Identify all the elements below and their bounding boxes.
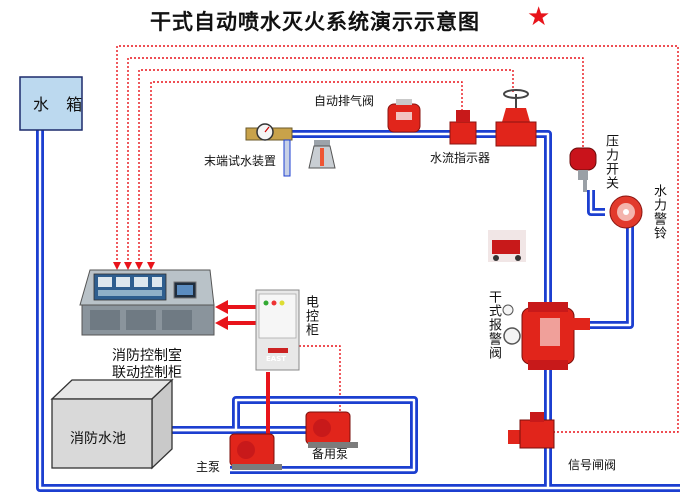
linkage-cabinet-label: 联动控制柜 <box>112 365 182 381</box>
pressure-gauge <box>245 123 293 141</box>
water-tank <box>19 76 83 131</box>
main-pump-label: 主泵 <box>196 460 221 474</box>
page-title: 干式自动喷水灭火系统演示示意图 <box>150 10 480 34</box>
control-arrows <box>215 300 256 330</box>
gate-valve-top <box>495 89 537 147</box>
pressure-switch-label: 压力开关 <box>603 134 618 190</box>
fire-pool-label: 消防水池 <box>70 431 126 447</box>
standby-pump <box>305 411 358 448</box>
signal-valve-label: 信号闸阀 <box>568 458 617 472</box>
water-flow-indicator <box>449 110 477 145</box>
water-alarm-bell-label: 水力警铃 <box>651 184 666 240</box>
star-icon: ★ <box>527 2 551 32</box>
fire-pool <box>50 378 174 470</box>
end-test-device-label: 末端试水装置 <box>204 154 277 168</box>
flow-indicator-label: 水流指示器 <box>430 151 491 165</box>
dry-alarm-valve <box>502 302 590 370</box>
auto-exhaust-valve <box>387 99 421 133</box>
main-pump <box>229 433 282 470</box>
pressure-switch <box>569 147 597 192</box>
electric-cabinet-label: 电控柜 <box>303 295 318 337</box>
control-console[interactable] <box>79 269 215 336</box>
exhaust-valve-label: 自动排气阀 <box>314 94 375 108</box>
signal-lines <box>116 45 679 438</box>
water-alarm-bell <box>609 195 643 229</box>
water-tank-label: 水 箱 <box>33 95 89 114</box>
signal-arrowheads <box>113 262 155 270</box>
dry-alarm-valve-label: 干式报警阀 <box>486 290 501 360</box>
sprinkler-head <box>308 140 336 169</box>
control-room-label: 消防控制室 <box>112 348 182 364</box>
standby-pump-label: 备用泵 <box>312 447 349 461</box>
electric-control-cabinet[interactable] <box>255 289 300 371</box>
signal-gate-valve <box>508 412 555 449</box>
cabinet-brand-mark: EAST <box>266 355 287 363</box>
air-compressor <box>488 230 526 262</box>
end-test-pipe <box>283 139 291 177</box>
